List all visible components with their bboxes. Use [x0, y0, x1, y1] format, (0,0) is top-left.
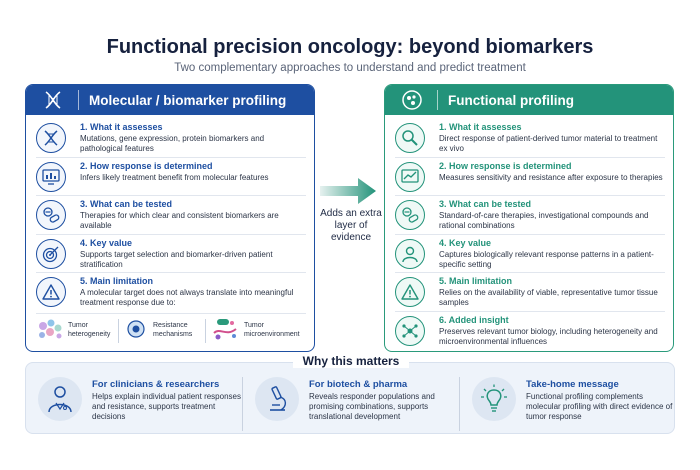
functional-profiling-panel: Functional profiling 1. What it assesses… [384, 84, 674, 352]
molecular-item-assesses: 1. What it assesses Mutations, gene expr… [36, 119, 306, 158]
functional-item-limitation: 5. Main limitation Relies on the availab… [395, 273, 665, 312]
item-title: 4. Key value [80, 237, 133, 248]
audience-clinicians: For clinicians & researchers Helps expla… [26, 377, 242, 431]
microenvironment-icon [212, 317, 240, 345]
bar-chart-icon [36, 161, 66, 192]
functional-panel-header: Functional profiling [385, 85, 673, 115]
limitation-tumor-heterogeneity: Tumor heterogeneity [36, 317, 112, 345]
item-title: 5. Main limitation [439, 276, 513, 286]
item-title: 3. What can be tested [439, 199, 532, 209]
warning-icon [36, 277, 66, 307]
cell-cluster-icon [36, 317, 66, 345]
item-description: Captures biologically relevant response … [439, 249, 654, 269]
take-home-message: Take-home message Functional profiling c… [459, 377, 676, 431]
molecular-item-response: 2. How response is determined Infers lik… [36, 158, 306, 196]
column-title: For biotech & pharma [309, 379, 408, 390]
molecular-profiling-panel: Molecular / biomarker profiling 1. What … [25, 84, 315, 352]
molecular-item-tested: 3. What can be tested Therapies for whic… [36, 196, 306, 235]
audience-biotech-pharma: For biotech & pharma Reveals responder p… [242, 377, 459, 431]
item-title: 4. Key value [439, 237, 492, 248]
item-title: 1. What it assesses [80, 122, 163, 132]
functional-item-insight: 6. Added insight Preserves relevant tumo… [395, 312, 665, 351]
item-description: Direct response of patient-derived tumor… [439, 134, 658, 153]
network-icon [395, 315, 425, 346]
dna-icon [40, 89, 66, 111]
header-divider [78, 90, 79, 110]
item-description: Mutations, gene expression, protein biom… [80, 134, 265, 153]
functional-item-value: 4. Key value Captures biologically relev… [395, 235, 665, 273]
arrow-icon [318, 176, 378, 211]
target-icon [36, 238, 66, 269]
molecular-item-value: 4. Key value Supports target selection a… [36, 235, 306, 273]
trend-chart-icon [395, 161, 425, 192]
limitation-factors: Tumor heterogeneity Resistance mechanism… [36, 313, 306, 347]
limitation-label: Resistance mechanisms [153, 322, 193, 338]
item-description: Measures sensitivity and resistance afte… [439, 172, 663, 182]
item-description: Standard-of-care therapies, investigatio… [439, 211, 649, 230]
doctor-icon [38, 377, 82, 421]
molecular-panel-title: Molecular / biomarker profiling [89, 92, 287, 108]
divider [205, 318, 206, 343]
molecular-item-limitation: 5. Main limitation A molecular target do… [36, 273, 306, 312]
section-title-wrap: Why this matters [26, 354, 676, 368]
divider [118, 318, 119, 343]
lightbulb-icon [472, 377, 516, 421]
item-title: 6. Added insight [439, 314, 509, 325]
header-divider [437, 90, 438, 110]
microscope-icon [255, 377, 299, 421]
page-subtitle: Two complementary approaches to understa… [174, 62, 526, 74]
item-title: 5. Main limitation [80, 276, 154, 286]
warning-icon [395, 277, 425, 307]
magnifier-icon [395, 123, 425, 153]
molecular-panel-header: Molecular / biomarker profiling [26, 85, 314, 115]
column-description: Helps explain individual patient respons… [92, 392, 241, 421]
functional-item-assesses: 1. What it assesses Direct response of p… [395, 119, 665, 158]
functional-panel-title: Functional profiling [448, 92, 574, 108]
column-description: Functional profiling complements molecul… [526, 392, 673, 421]
item-description: Supports target selection and biomarker-… [80, 249, 273, 269]
item-description: Therapies for which clear and consistent… [80, 211, 279, 230]
functional-item-response: 2. How response is determined Measures s… [395, 158, 665, 196]
limitation-resistance-mechanisms: Resistance mechanisms [125, 318, 199, 344]
item-description: Preserves relevant tumor biology, includ… [439, 326, 658, 346]
resistance-icon [125, 318, 147, 344]
item-title: 2. How response is determined [439, 160, 572, 171]
column-description: Reveals responder populations and promis… [309, 392, 435, 421]
functional-item-tested: 3. What can be tested Standard-of-care t… [395, 196, 665, 235]
limitation-label: Tumor heterogeneity [68, 322, 111, 338]
petri-dish-icon [399, 89, 425, 111]
column-title: Take-home message [526, 379, 619, 390]
person-icon [395, 238, 425, 269]
pills-icon [36, 200, 66, 230]
bridge-text: Adds an extra layer of evidence [320, 208, 382, 243]
item-title: 1. What it assesses [439, 122, 522, 132]
limitation-tumor-microenvironment: Tumor microenvironment [212, 317, 304, 345]
page-title: Functional precision oncology: beyond bi… [106, 36, 594, 58]
item-description: A molecular target does not always trans… [80, 288, 294, 307]
dna-icon [36, 123, 66, 153]
why-this-matters-section: Why this matters For clinicians & resear… [25, 354, 676, 434]
item-description: Infers likely treatment benefit from mol… [80, 172, 269, 182]
section-title: Why this matters [292, 354, 410, 368]
limitation-label: Tumor microenvironment [244, 322, 300, 338]
item-description: Relies on the availability of viable, re… [439, 288, 658, 307]
item-title: 3. What can be tested [80, 199, 173, 209]
column-title: For clinicians & researchers [92, 379, 220, 390]
item-title: 2. How response is determined [80, 160, 213, 171]
pills-icon [395, 200, 425, 230]
